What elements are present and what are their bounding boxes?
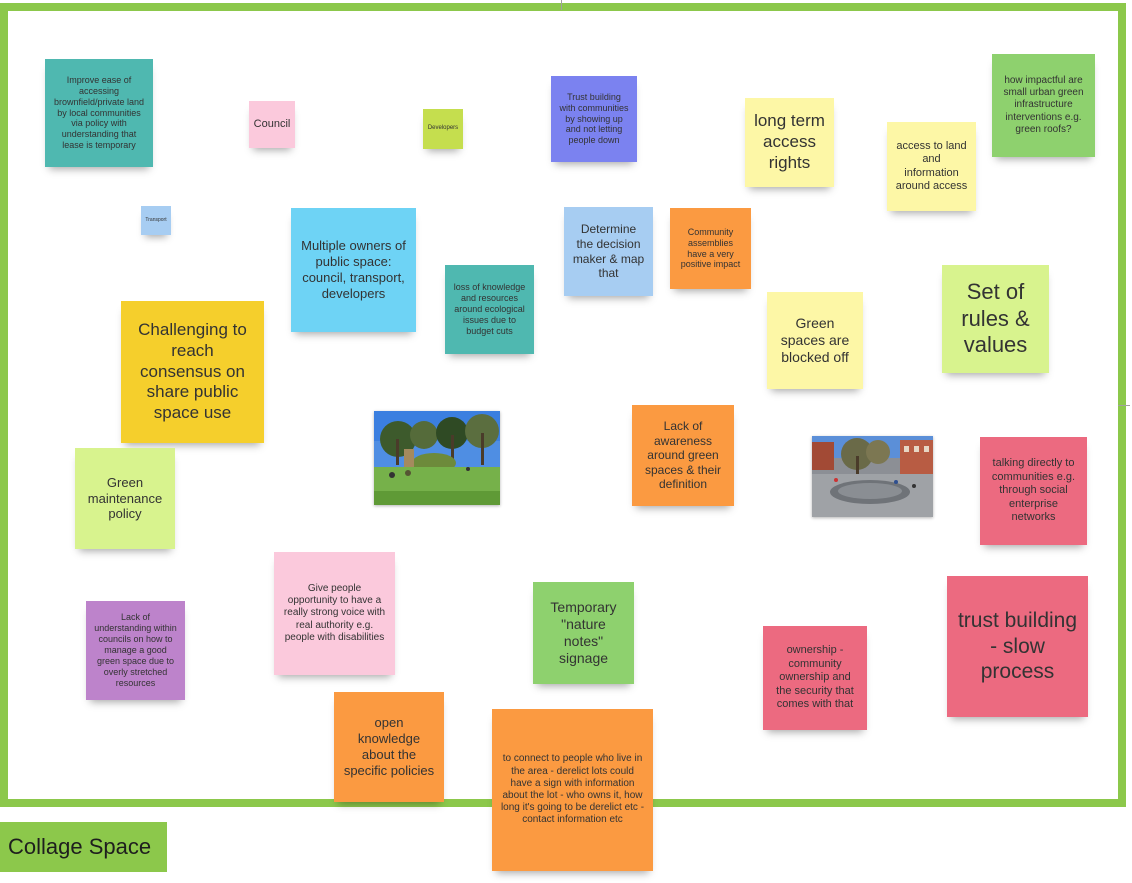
note-lack-of-understanding[interactable]: Lack of understanding within councils on…	[86, 601, 185, 700]
note-green-spaces-blocked[interactable]: Green spaces are blocked off	[767, 292, 863, 389]
note-trust-building-slow[interactable]: trust building - slow process	[947, 576, 1088, 717]
note-connect-to-people[interactable]: to connect to people who live in the are…	[492, 709, 653, 871]
note-multiple-owners[interactable]: Multiple owners of public space: council…	[291, 208, 416, 332]
town-square-photo[interactable]	[812, 436, 933, 517]
note-transport[interactable]: Transport	[141, 206, 171, 235]
note-community-assemblies[interactable]: Community assemblies have a very positiv…	[670, 208, 751, 289]
note-council[interactable]: Council	[249, 101, 295, 148]
note-give-people-opportunity[interactable]: Give people opportunity to have a really…	[274, 552, 395, 675]
note-improve-ease-of-access[interactable]: Improve ease of accessing brownfield/pri…	[45, 59, 153, 167]
note-green-maintenance-policy[interactable]: Green maintenance policy	[75, 448, 175, 549]
note-challenging-consensus[interactable]: Challenging to reach consensus on share …	[121, 301, 264, 443]
note-talking-directly[interactable]: talking directly to communities e.g. thr…	[980, 437, 1087, 545]
note-lack-of-awareness[interactable]: Lack of awareness around green spaces & …	[632, 405, 734, 506]
frame-guide-tick	[1118, 405, 1130, 406]
note-trust-building-communities[interactable]: Trust building with communities by showi…	[551, 76, 637, 162]
park-sculpture-photo[interactable]	[374, 411, 500, 505]
frame-label[interactable]: Collage Space	[0, 822, 167, 872]
note-ownership-community[interactable]: ownership - community ownership and the …	[763, 626, 867, 730]
note-open-knowledge[interactable]: open knowledge about the specific polici…	[334, 692, 444, 802]
note-developers[interactable]: Developers	[423, 109, 463, 149]
note-determine-decision-maker[interactable]: Determine the decision maker & map that	[564, 207, 653, 296]
note-long-term-access-rights[interactable]: long term access rights	[745, 98, 834, 187]
note-temporary-nature-notes[interactable]: Temporary "nature notes" signage	[533, 582, 634, 684]
note-set-of-rules[interactable]: Set of rules & values	[942, 265, 1049, 373]
note-access-to-land[interactable]: access to land and information around ac…	[887, 122, 976, 211]
frame-guide-tick	[561, 0, 562, 10]
note-small-urban-green[interactable]: how impactful are small urban green infr…	[992, 54, 1095, 157]
note-loss-of-knowledge[interactable]: loss of knowledge and resources around e…	[445, 265, 534, 354]
